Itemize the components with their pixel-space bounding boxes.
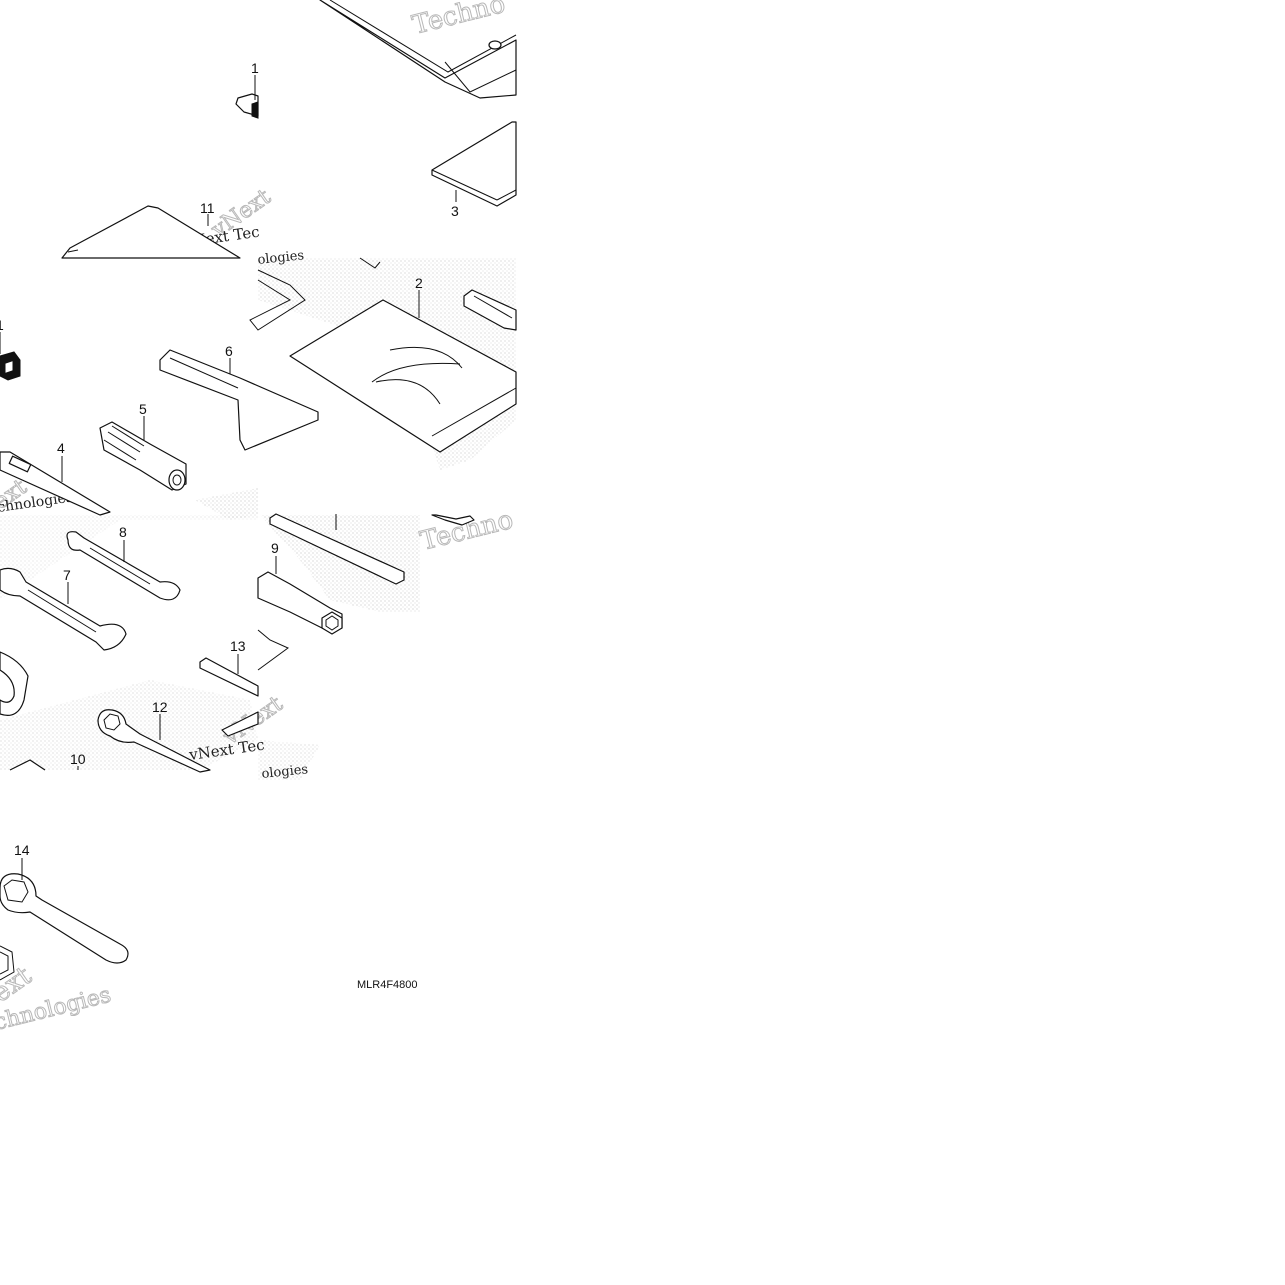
part-14-box-wrench	[0, 873, 129, 981]
part-9-extension	[257, 513, 405, 635]
callout-1: 1	[0, 317, 4, 333]
diagram-code: MLR4F4800	[357, 979, 418, 991]
leader-lines	[0, 75, 457, 880]
watermark-text: ologies	[257, 248, 305, 268]
lever-key	[0, 651, 29, 716]
part-2-pouch	[289, 299, 517, 453]
callout-12: 12	[152, 699, 168, 715]
tool-bag-sheath	[319, 0, 517, 99]
part-8-wrench	[66, 531, 181, 601]
watermark-text: Techno	[409, 0, 508, 41]
callout-11: 11	[200, 200, 215, 216]
part-12-box-wrench	[97, 709, 211, 773]
callout-5: 5	[139, 401, 147, 417]
part-3-plate	[431, 121, 517, 207]
part-5-screwdriver	[99, 421, 187, 491]
callout-13: 13	[230, 638, 246, 654]
callout-1: 1	[251, 60, 259, 76]
watermark-text: Techno	[417, 505, 516, 557]
part-6-flat-tool	[159, 349, 319, 451]
callouts: 1 1 2 3 4 5 6 7 8 9 10 11 12 13 14	[0, 60, 459, 858]
callout-8: 8	[119, 524, 127, 540]
part-13-pin	[199, 657, 259, 737]
callout-10: 10	[70, 751, 86, 767]
callout-9: 9	[271, 540, 279, 556]
callout-14: 14	[14, 842, 30, 858]
watermark-text: ologies	[261, 762, 309, 782]
part-11-cover	[61, 205, 241, 259]
part-1-clip-lower	[0, 351, 21, 381]
part-10	[9, 759, 46, 771]
callout-6: 6	[225, 343, 233, 359]
callout-3: 3	[451, 203, 459, 219]
part-7-wrench	[0, 567, 127, 651]
callout-4: 4	[57, 440, 65, 456]
pin-rod	[463, 289, 517, 331]
spring-clip	[249, 257, 381, 331]
callout-2: 2	[415, 275, 423, 291]
callout-7: 7	[63, 567, 71, 583]
bracket	[257, 514, 475, 671]
part-4-bar	[0, 451, 111, 516]
part-1-clip	[235, 93, 259, 119]
